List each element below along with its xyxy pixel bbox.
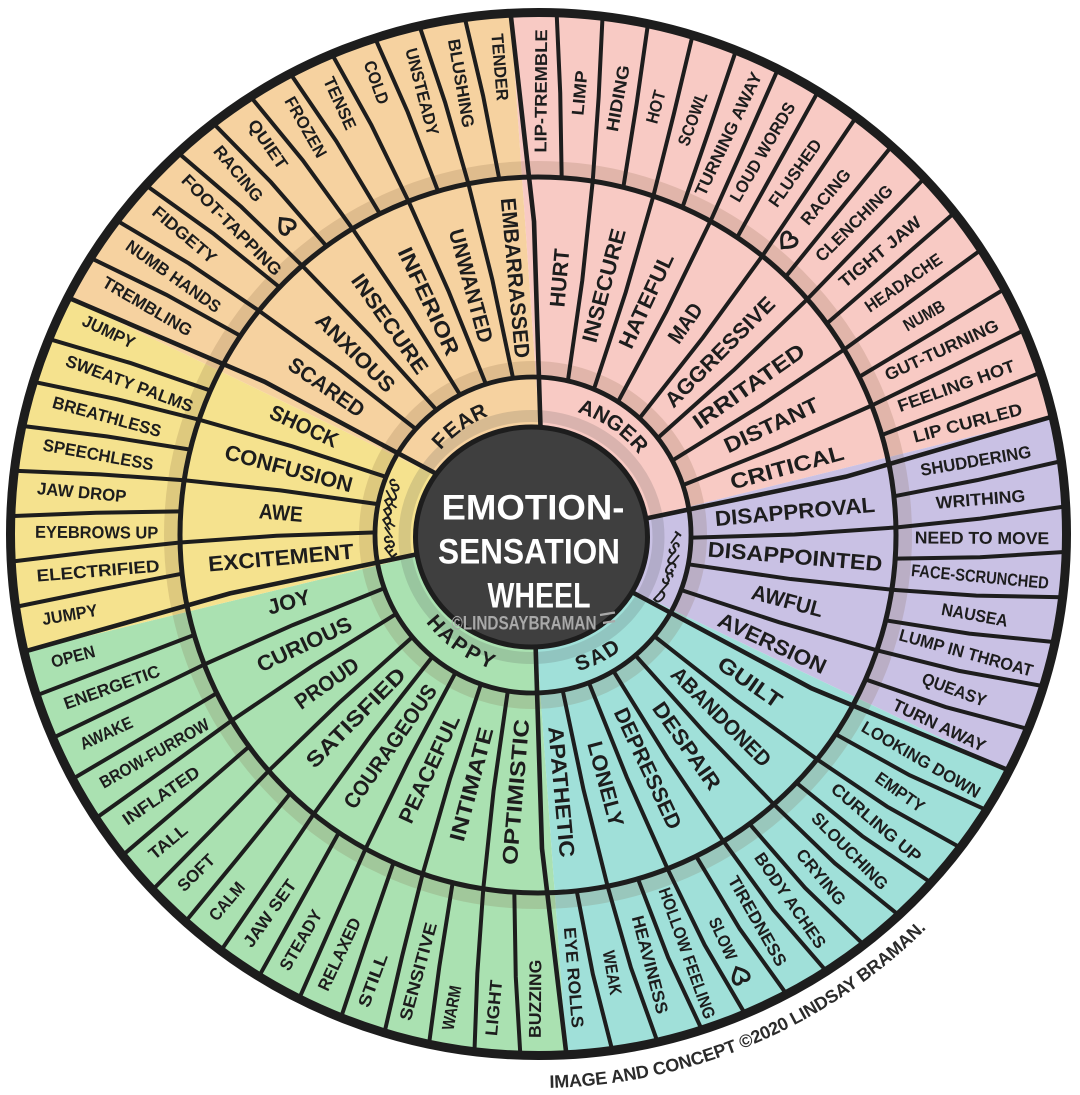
svg-text:NEED TO MOVE: NEED TO MOVE (915, 527, 1050, 548)
svg-text:EYEBROWS UP: EYEBROWS UP (35, 522, 158, 543)
svg-text:HURT: HURT (545, 248, 574, 308)
svg-text:WHEEL: WHEEL (488, 577, 591, 616)
svg-text:SENSATION: SENSATION (438, 533, 620, 572)
svg-text:BUZZING: BUZZING (525, 960, 545, 1039)
svg-text:©LINDSAYBRAMAN: ©LINDSAYBRAMAN (452, 614, 597, 635)
svg-text:AWE: AWE (258, 499, 304, 527)
svg-text:LIP-TREMBLE: LIP-TREMBLE (530, 29, 551, 152)
svg-text:EMOTION-: EMOTION- (442, 489, 625, 528)
svg-text:LIMP: LIMP (567, 70, 591, 116)
